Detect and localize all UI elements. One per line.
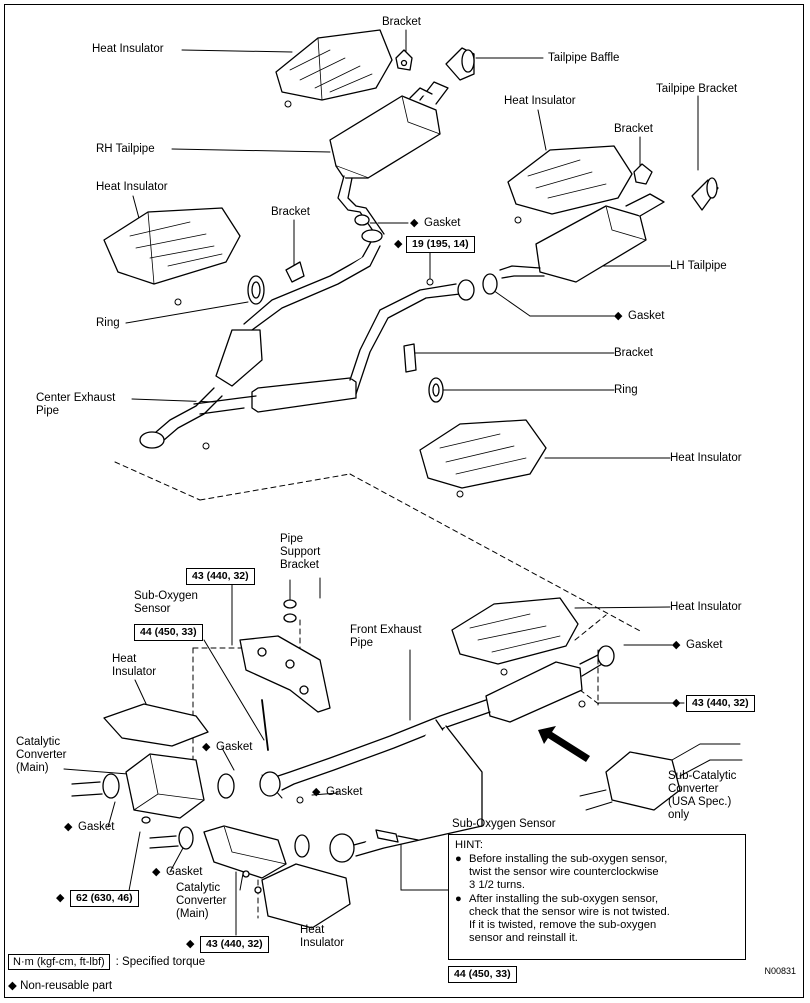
diamond-icon: ◆ (410, 217, 419, 229)
label-sub-catalytic-converter: Sub-Catalytic Converter (USA Spec.) only (668, 770, 737, 821)
heat-insulator-top (275, 29, 393, 101)
diagram-frame (4, 4, 804, 998)
label-bracket-center: Bracket (614, 347, 653, 359)
hint-item: ● After installing the sub-oxygen sensor… (455, 893, 739, 945)
label-center-exhaust-pipe: Center Exhaust Pipe (36, 392, 116, 417)
label-tailpipe-bracket: Tailpipe Bracket (656, 83, 738, 95)
label-sub-oxygen-sensor-1: Sub-Oxygen Sensor (134, 590, 198, 615)
rh-tailpipe-muffler (329, 81, 449, 239)
label-rh-tailpipe: RH Tailpipe (96, 143, 155, 155)
catalytic-converter-main-upper (71, 699, 269, 824)
rings-brackets (247, 214, 498, 403)
diamond-icon: ◆ (614, 310, 623, 322)
torque-box-5: 62 (630, 46) (70, 890, 139, 907)
label-gasket-3: Gasket (686, 639, 723, 651)
sub-oxygen-sensor (375, 829, 419, 843)
diamond-icon: ◆ (8, 980, 17, 992)
label-heat-insulator-lh: Heat Insulator (504, 95, 576, 107)
heat-insulator-front (451, 597, 579, 665)
bullet-icon: ● (455, 853, 462, 865)
diamond-icon: ◆ (202, 741, 211, 753)
diamond-icon: ◆ (186, 938, 195, 950)
pipe-support-bracket (239, 599, 331, 713)
diamond-icon: ◆ (672, 697, 681, 709)
legend-torque-text: : Specified torque (115, 956, 206, 968)
label-front-exhaust-pipe: Front Exhaust Pipe (350, 624, 422, 649)
tailpipe-baffle (445, 47, 475, 81)
catalytic-converter-main-lower (149, 825, 351, 929)
label-heat-insulator-cat: Heat Insulator (112, 653, 157, 678)
label-gasket-4: Gasket (216, 741, 253, 753)
heat-insulator-lh (507, 145, 633, 215)
figure-code: N00831 (764, 966, 796, 976)
hint-box: HINT: ● Before installing the sub-oxygen… (448, 834, 746, 960)
legend-torque: N·m (kgf-cm, ft-lbf) : Specified torque (8, 954, 206, 970)
label-sub-oxygen-sensor-2: Sub-Oxygen Sensor (452, 818, 556, 830)
diamond-icon: ◆ (312, 786, 321, 798)
center-exhaust-pipe (139, 229, 475, 449)
torque-box-1: 19 (195, 14) (406, 236, 475, 253)
label-pipe-support-bracket: Pipe Support Bracket (280, 533, 321, 571)
legend-torque-box: N·m (kgf-cm, ft-lbf) (8, 954, 110, 970)
bracket-top (395, 49, 413, 71)
direction-arrow (538, 726, 590, 762)
front-exhaust-pipe (259, 645, 615, 863)
lh-tailpipe-muffler (499, 163, 719, 283)
label-gasket-5: Gasket (326, 786, 363, 798)
label-bracket-lh: Bracket (614, 123, 653, 135)
label-catalytic-converter-2: Catalytic Converter (Main) (176, 882, 227, 920)
label-gasket-1: Gasket (424, 217, 461, 229)
heat-insulator-bottom-center (419, 419, 547, 489)
diamond-icon: ◆ (56, 892, 65, 904)
diamond-icon: ◆ (672, 639, 681, 651)
torque-box-7: 44 (450, 33) (448, 966, 517, 983)
label-bracket-top: Bracket (382, 16, 421, 28)
label-catalytic-converter-1: Catalytic Converter (Main) (16, 736, 67, 774)
label-gasket-7: Gasket (166, 866, 203, 878)
diamond-icon: ◆ (152, 866, 161, 878)
label-heat-insulator-lower: Heat Insulator (300, 924, 345, 949)
label-lh-tailpipe: LH Tailpipe (670, 260, 727, 272)
label-bracket-mid: Bracket (271, 206, 310, 218)
diamond-icon: ◆ (64, 821, 73, 833)
legend-nonreusable-text: Non-reusable part (20, 980, 113, 992)
bullet-icon: ● (455, 893, 462, 905)
bolts (174, 100, 586, 804)
label-gasket-6: Gasket (78, 821, 115, 833)
label-heat-insulator-rh: Heat Insulator (96, 181, 168, 193)
dashed-lines (114, 461, 643, 919)
label-heat-insulator-top: Heat Insulator (92, 43, 164, 55)
label-tailpipe-baffle: Tailpipe Baffle (548, 52, 620, 64)
hint-text: Before installing the sub-oxygen sensor,… (469, 853, 668, 891)
torque-box-6: 43 (440, 32) (200, 936, 269, 953)
label-heat-insulator-center: Heat Insulator (670, 452, 742, 464)
label-gasket-2: Gasket (628, 310, 665, 322)
label-heat-insulator-front: Heat Insulator (670, 601, 742, 613)
hint-text: After installing the sub-oxygen sensor, … (469, 893, 670, 944)
torque-box-4: 43 (440, 32) (686, 695, 755, 712)
torque-box-3: 44 (450, 33) (134, 624, 203, 641)
torque-box-2: 43 (440, 32) (186, 568, 255, 585)
heat-insulator-rh-mid (103, 207, 241, 285)
diamond-icon: ◆ (394, 238, 403, 250)
sub-catalytic-converter (579, 743, 743, 811)
hint-item: ● Before installing the sub-oxygen senso… (455, 853, 739, 892)
hint-title: HINT: (455, 839, 483, 851)
legend-nonreusable: ◆ Non-reusable part (8, 978, 112, 992)
label-ring-1: Ring (96, 317, 120, 329)
label-ring-2: Ring (614, 384, 638, 396)
